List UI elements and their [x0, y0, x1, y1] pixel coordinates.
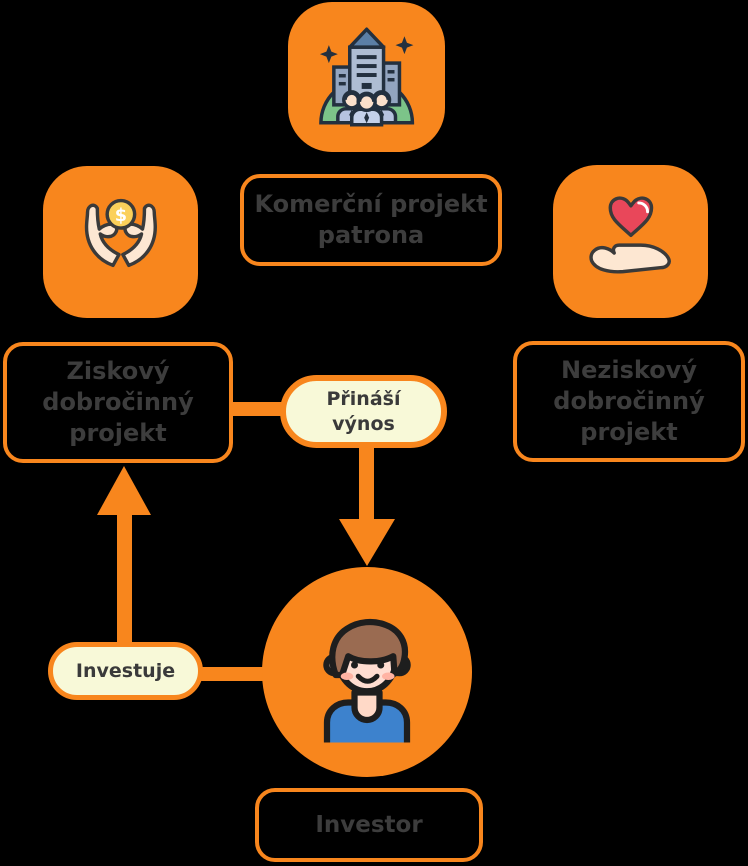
nonprofit-project-label-line1: Neziskový	[561, 356, 697, 384]
svg-text:$: $	[114, 206, 126, 226]
invest-arrowhead-icon	[97, 466, 151, 515]
profit-to-yield-connector	[229, 402, 283, 416]
commercial-project-label-box: Komerční projekt patrona	[240, 174, 502, 266]
yield-arrowhead-icon	[339, 519, 395, 566]
invest-arrow-line	[117, 508, 132, 646]
invest-label: Investuje	[75, 659, 176, 682]
company-building-people-icon	[319, 27, 414, 127]
hands-holding-coin-icon: $	[84, 199, 157, 268]
profit-project-label-line1: Ziskový	[66, 357, 170, 385]
invest-to-investor-connector	[198, 667, 270, 681]
investor-label-box: Investor	[255, 788, 483, 862]
nonprofit-project-label-box: Neziskový dobročinný projekt	[513, 341, 745, 462]
investor-avatar-icon	[323, 618, 411, 743]
nonprofit-project-icon-tile	[553, 165, 708, 318]
profit-project-icon-tile: $	[43, 166, 198, 318]
yield-arrow-line	[359, 444, 374, 524]
profit-project-label-line3: projekt	[69, 419, 167, 447]
nonprofit-project-label-line2: dobročinný	[553, 387, 705, 415]
invest-pill: Investuje	[48, 642, 203, 700]
commercial-project-label-line2: patrona	[317, 221, 425, 249]
nonprofit-project-label-line3: projekt	[580, 418, 678, 446]
commercial-project-icon-tile	[288, 2, 445, 152]
investor-label: Investor	[315, 811, 423, 838]
investor-circle	[262, 567, 472, 777]
yield-pill: Přináší výnos	[280, 375, 447, 448]
yield-label-line1: Přináší	[326, 387, 401, 410]
profit-project-label-line2: dobročinný	[42, 388, 194, 416]
profit-project-label-box: Ziskový dobročinný projekt	[3, 342, 233, 463]
commercial-project-label-line1: Komerční projekt	[254, 190, 488, 218]
hand-holding-heart-icon	[588, 196, 671, 274]
yield-label-line2: výnos	[332, 412, 395, 435]
